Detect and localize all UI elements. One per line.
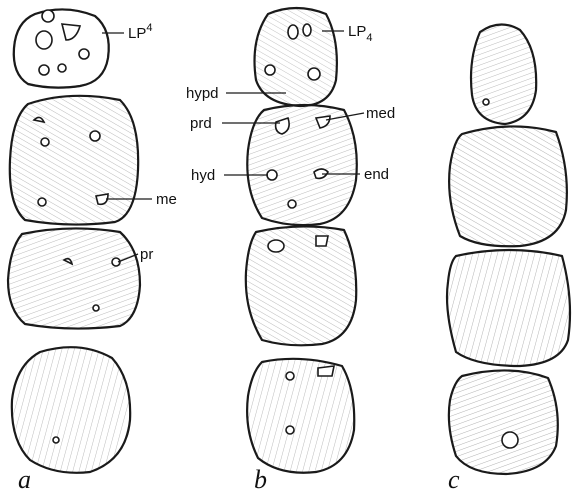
label-hyd: hyd <box>191 167 215 184</box>
label-lp4-lower: LP4 <box>348 23 372 44</box>
tooth-c-molar-2 <box>447 250 570 366</box>
panel-label-c: c <box>448 465 460 494</box>
tooth-a-lp4 <box>14 9 109 87</box>
tooth-a-molar-2 <box>8 228 140 328</box>
label-prd: prd <box>190 115 212 132</box>
tooth-b-lp4 <box>255 8 337 106</box>
column-b: LP4 hypd prd med hyd end b <box>186 8 395 494</box>
column-c: c <box>447 24 570 494</box>
label-med: med <box>366 105 395 122</box>
tooth-c-molar-3 <box>449 370 558 474</box>
label-hypd: hypd <box>186 85 219 102</box>
tooth-a-molar-3 <box>12 347 130 473</box>
panel-label-b: b <box>254 465 267 494</box>
label-pr: pr <box>140 246 153 263</box>
column-a: LP4 me pr a <box>8 9 177 494</box>
tooth-c-premolar <box>471 24 536 124</box>
tooth-c-molar-1 <box>449 126 567 246</box>
label-end: end <box>364 166 389 183</box>
panel-label-a: a <box>18 465 31 494</box>
label-lp4: LP4 <box>128 22 152 42</box>
label-me: me <box>156 191 177 208</box>
tooth-b-molar-3 <box>247 359 354 473</box>
tooth-a-molar-1 <box>10 96 138 225</box>
tooth-b-molar-2 <box>246 226 356 345</box>
